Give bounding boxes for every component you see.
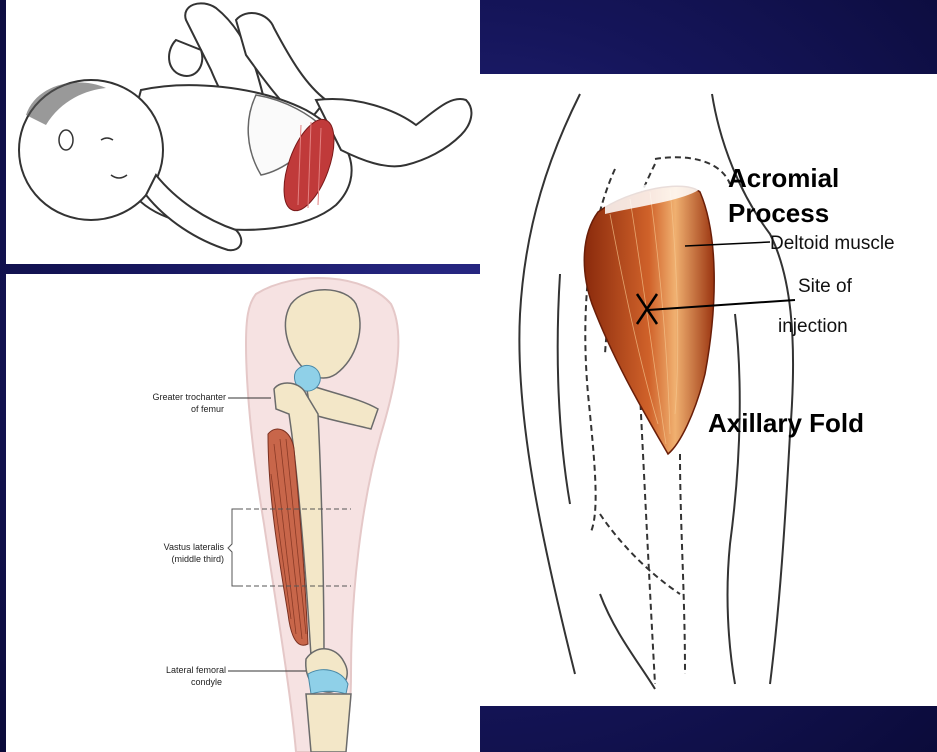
thigh-anatomy-panel: Greater trochanter of femur Vastus later… [6,274,480,752]
site-of-injection-label-line2: injection [778,316,848,337]
acromial-process-label: Acromial [728,163,839,193]
deltoid-muscle-label: Deltoid muscle [770,233,895,254]
deltoid-anatomy-diagram: Acromial Process Deltoid muscle Site of … [480,74,937,706]
infant-hand [169,40,202,76]
tibia-bone [306,694,351,752]
vastus-lateralis-label-line2: (middle third) [171,554,224,564]
acromial-process-label-line2: Process [728,198,829,228]
site-of-injection-label: Site of [798,276,853,297]
lateral-femoral-condyle-label: Lateral femoral [166,665,226,675]
vastus-bracket [228,509,238,586]
infant-illustration [6,0,480,264]
infant-illustration-panel [6,0,480,264]
axillary-fold-label: Axillary Fold [708,408,864,438]
greater-trochanter-label: Greater trochanter [152,392,226,402]
deltoid-anatomy-panel: Acromial Process Deltoid muscle Site of … [480,74,937,706]
vastus-lateralis-label: Vastus lateralis [164,542,225,552]
deltoid-muscle [584,186,714,454]
thigh-anatomy-diagram: Greater trochanter of femur Vastus later… [6,274,480,752]
lateral-femoral-condyle-label-line2: condyle [191,677,222,687]
greater-trochanter-label-line2: of femur [191,404,224,414]
